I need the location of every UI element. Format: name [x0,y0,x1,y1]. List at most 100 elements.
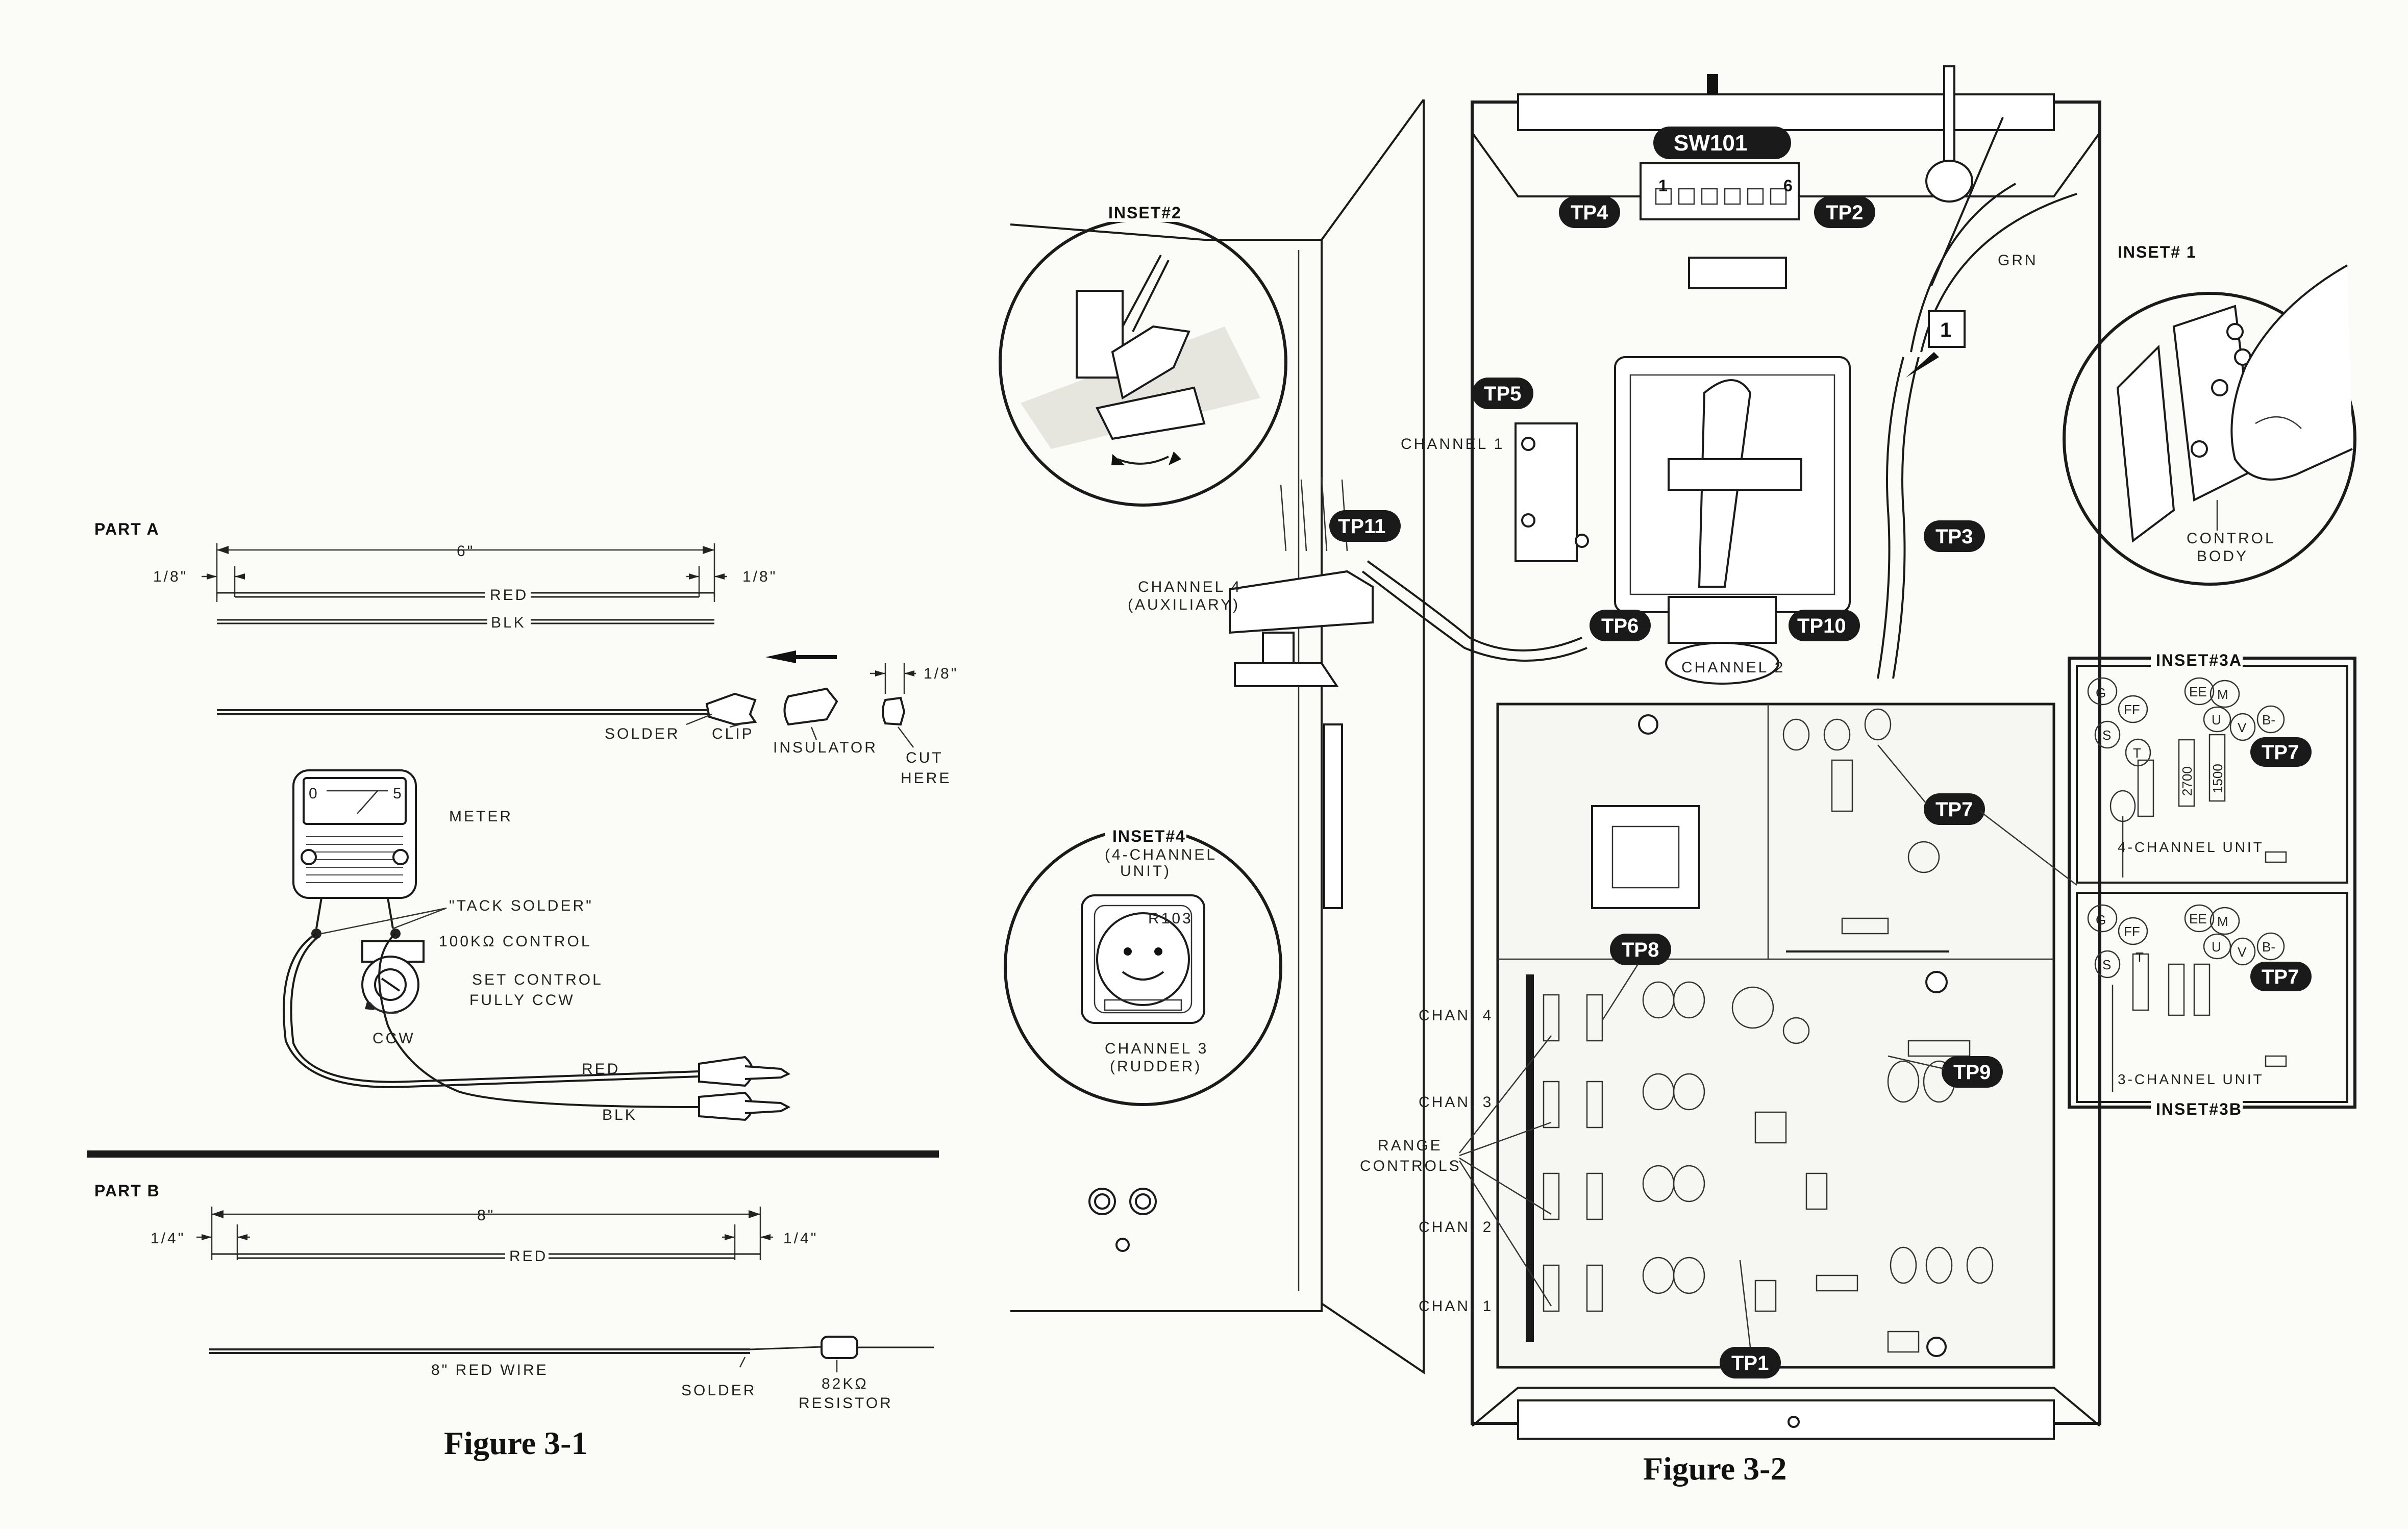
dim-left-label: 1/8" [153,568,188,585]
lead-red-wire [283,933,700,1088]
chan-2-label: CHAN. 2 [1419,1219,1493,1236]
tp7-label: TP7 [1935,798,1973,821]
channel-4-label: CHANNEL 4 [1138,579,1242,595]
pcb-components [1543,708,1994,1353]
chassis-main: SW101 1 6 CHANNEL 1 CHANNEL 2 CHANNEL 4 … [1128,65,2101,1440]
part-b-solder-label: SOLDER [681,1382,756,1399]
lead-blk-label: BLK [602,1107,637,1123]
inset-2-title: INSET#2 [1108,204,1182,222]
control-label-2: BODY [2197,548,2248,565]
inset-3b-pads [2087,904,2287,1092]
inset-4-ch3: CHANNEL 3 [1105,1040,1208,1057]
dim-right-label: 1/8" [742,568,777,585]
control-label-1: CONTROL [2187,530,2276,547]
resistor-value-label: 82KΩ [822,1375,868,1392]
red-clip-insulator [698,1056,754,1087]
tp3-label: TP3 [1935,525,1973,548]
pad-s-3a: S [2102,728,2111,743]
chan-1-label: CHAN. 1 [1419,1298,1493,1315]
part-a-blk-wire: BLK [217,614,714,631]
unit-4ch-label: 4-CHANNEL UNIT [2118,839,2264,855]
pcb-transformer [1591,805,1700,909]
pad-ff-3a: FF [2124,702,2140,717]
resistor-82k [821,1336,858,1359]
dim-cut-label: 1/8" [924,665,958,682]
tp7-badge[interactable] [1924,793,1985,825]
tp1-label: TP1 [1731,1352,1769,1374]
chassis-window [1688,257,1787,289]
tp7-3a-badge[interactable] [2250,737,2312,767]
ccw-label: CCW [373,1030,415,1047]
part-b-heading: PART B [94,1182,160,1200]
part-b-dimension-8in: 8" 1/4" 1/4" [151,1207,816,1260]
tp11-label: TP11 [1338,515,1385,538]
channel-1-label: CHANNEL 1 [1401,436,1504,453]
tp11-badge[interactable] [1329,510,1401,542]
r103-potentiometer [1096,912,1190,1006]
resistor-assembly: 8" RED WIRE SOLDER 82KΩ RESISTOR [209,1336,934,1412]
inset-3b-title: INSET#3B [2156,1100,2242,1118]
tp6-badge[interactable] [1590,610,1651,641]
part-a-heading: PART A [94,520,160,538]
tp2-badge[interactable] [1814,196,1875,228]
pad-b-3a: B- [2262,712,2275,728]
arrow-left-icon [765,650,796,663]
tp2-label: TP2 [1826,202,1863,224]
tp1-badge[interactable] [1720,1347,1781,1378]
red-wire-8in-label: 8" RED WIRE [431,1362,549,1378]
cut-label: CUT [906,749,944,766]
meter-scale-low: 0 [309,785,319,802]
tp8-label: TP8 [1622,939,1659,961]
sw101-badge [1653,127,1791,159]
pad-ee-3b: EE [2189,911,2207,926]
ccw-arrow-icon [365,1000,375,1010]
solder-label: SOLDER [605,725,680,742]
dim-8in-label: 8" [477,1207,495,1224]
channel-4-aux-label: (AUXILIARY) [1128,596,1240,613]
tp9-label: TP9 [1953,1061,1991,1084]
pad-g-3a: G [2096,685,2106,700]
sw101-label: SW101 [1674,131,1747,156]
switch-sw101[interactable] [1640,162,1800,220]
dim-6in-label: 6" [457,543,475,560]
control-label: 100KΩ CONTROL [439,933,592,950]
channel-4-actuator [1229,570,1374,634]
tp3-badge[interactable] [1924,520,1985,552]
switch-pin-6: 6 [1783,177,1794,195]
lead-red-label: RED [582,1061,620,1077]
inset-2: INSET#2 [999,202,1287,507]
tp4-badge[interactable] [1559,196,1620,228]
tp7-3b-badge[interactable] [2250,962,2312,991]
insulator-sleeve [783,687,838,726]
inset-3-panel: INSET#3A INSET#3B G FF EE M U V B- S [1979,650,2356,1118]
inset-4-sub-1: (4-CHANNEL [1105,846,1217,863]
inset-4: R103 INSET#4 (4-CHANNEL UNIT) CHANNEL 3 … [1004,824,1282,1106]
figure-3-2: SW101 1 6 CHANNEL 1 CHANNEL 2 CHANNEL 4 … [999,65,2356,1487]
tp10-badge[interactable] [1789,610,1860,641]
r103-label: R103 [1148,910,1193,927]
grn-wire [1910,183,2016,353]
pad-v-3b: V [2238,944,2247,960]
channel-2-label: CHANNEL 2 [1681,659,1785,676]
pad-u-3b: U [2212,939,2221,955]
chan-3-label: CHAN. 3 [1419,1094,1493,1111]
grn-label: GRN [1998,252,2038,269]
tp5-badge[interactable] [1472,378,1533,409]
pad-m-3a: M [2217,687,2228,702]
range-label: RANGE [1378,1137,1443,1154]
tp4-label: TP4 [1571,202,1608,224]
tp6-label: TP6 [1601,615,1639,637]
lead-blk-wire [378,933,700,1108]
switch-pin-1: 1 [1658,177,1669,195]
set-control-label: SET CONTROL [472,971,603,988]
tp9-badge[interactable] [1942,1056,2003,1088]
pad-t-3a: T [2133,745,2141,761]
tp8-badge[interactable] [1610,934,1671,965]
resistor-2700-label: 2700 [2179,766,2195,796]
inset-1: CONTROL BODY INSET# 1 [2063,241,2356,586]
tp7-3b-label: TP7 [2262,966,2299,988]
cut-piece [882,696,906,726]
pad-m-3b: M [2217,914,2228,929]
meter-label: METER [449,808,513,825]
